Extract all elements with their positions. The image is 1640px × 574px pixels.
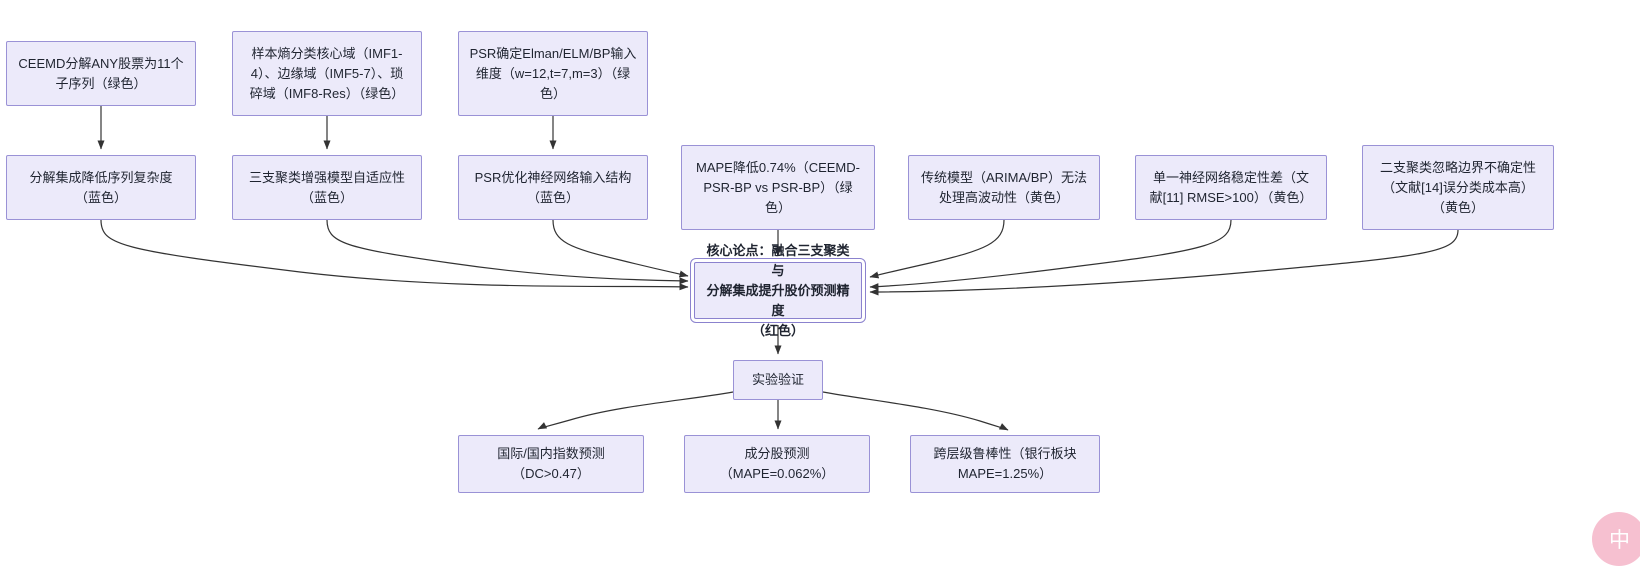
edge-n5-to-core (326, 219, 689, 285)
node-label: 样本熵分类核心域（IMF1- 4）、边缘域（IMF5-7）、琐 碎域（IMF8-… (249, 45, 405, 101)
node-n1[interactable]: CEEMD分解ANY股票为11个 子序列（绿色） (6, 41, 196, 106)
node-n8[interactable]: 传统模型（ARIMA/BP）无法 处理高波动性（黄色） (908, 155, 1100, 220)
node-label: 成分股预测 （MAPE=0.062%） (719, 446, 835, 481)
edge-n9-to-core (869, 219, 1232, 291)
node-n2[interactable]: 样本熵分类核心域（IMF1- 4）、边缘域（IMF5-7）、琐 碎域（IMF8-… (232, 31, 422, 116)
node-label: CEEMD分解ANY股票为11个 子序列（绿色） (18, 55, 184, 91)
node-n12[interactable]: 国际/国内指数预测 （DC>0.47） (458, 435, 644, 493)
edge-n11-to-n14 (822, 391, 1009, 431)
node-label: 国际/国内指数预测 （DC>0.47） (497, 446, 605, 481)
edge-n11-to-n12 (537, 391, 734, 430)
node-label: 二支聚类忽略边界不确定性 （文献[14]误分类成本高） （黄色） (1379, 159, 1536, 215)
node-n14[interactable]: 跨层级鲁棒性（银行板块 MAPE=1.25%） (910, 435, 1100, 493)
node-core[interactable]: 核心论点：融合三支聚类与 分解集成提升股价预测精度 （红色） (690, 243, 866, 338)
node-n10[interactable]: 二支聚类忽略边界不确定性 （文献[14]误分类成本高） （黄色） (1362, 145, 1554, 230)
node-n4[interactable]: 分解集成降低序列复杂度 （蓝色） (6, 155, 196, 220)
node-n6[interactable]: PSR优化神经网络输入结构 （蓝色） (458, 155, 648, 220)
node-label: PSR优化神经网络输入结构 （蓝色） (474, 169, 632, 205)
watermark-glyph: 中 (1609, 528, 1630, 552)
node-label: 传统模型（ARIMA/BP）无法 处理高波动性（黄色） (920, 169, 1088, 205)
node-label: 跨层级鲁棒性（银行板块 MAPE=1.25%） (933, 446, 1077, 481)
node-label: 单一神经网络稳定性差（文 献[11] RMSE>100）（黄色） (1149, 169, 1313, 205)
node-n5[interactable]: 三支聚类增强模型自适应性 （蓝色） (232, 155, 422, 220)
node-n13[interactable]: 成分股预测 （MAPE=0.062%） (684, 435, 870, 493)
node-label: 分解集成降低序列复杂度 （蓝色） (29, 169, 173, 205)
edge-n4-to-core (100, 219, 689, 291)
node-label: 核心论点：融合三支聚类与 分解集成提升股价预测精度 （红色） (706, 242, 850, 338)
edge-n10-to-core (869, 229, 1459, 296)
node-label: 实验验证 (751, 372, 804, 387)
node-label: 三支聚类增强模型自适应性 （蓝色） (248, 169, 405, 205)
node-n3[interactable]: PSR确定Elman/ELM/BP输入 维度（w=12,t=7,m=3）（绿 色… (458, 31, 648, 116)
edge-n8-to-core (869, 219, 1005, 279)
node-n11[interactable]: 实验验证 (733, 360, 823, 400)
node-label: MAPE降低0.74%（CEEMD- PSR-BP vs PSR-BP）（绿 色… (696, 159, 860, 215)
node-n7[interactable]: MAPE降低0.74%（CEEMD- PSR-BP vs PSR-BP）（绿 色… (681, 145, 875, 230)
watermark-badge: 中 (1592, 512, 1640, 566)
node-n9[interactable]: 单一神经网络稳定性差（文 献[11] RMSE>100）（黄色） (1135, 155, 1327, 220)
node-label: PSR确定Elman/ELM/BP输入 维度（w=12,t=7,m=3）（绿 色… (469, 45, 637, 101)
edge-n6-to-core (552, 219, 689, 278)
